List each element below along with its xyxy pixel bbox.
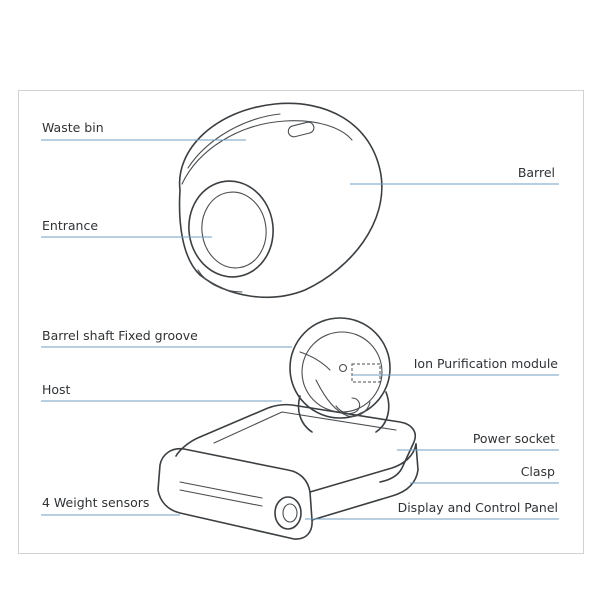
label-power-socket: Power socket: [473, 431, 555, 446]
label-entrance: Entrance: [42, 218, 98, 233]
diagram-frame: [18, 90, 584, 554]
label-clasp: Clasp: [521, 464, 555, 479]
label-barrel: Barrel: [518, 165, 555, 180]
leader-lines: [41, 139, 559, 520]
label-waste-bin: Waste bin: [42, 120, 104, 135]
host-drawing: [157, 403, 419, 540]
label-ion-module: Ion Purification module: [414, 356, 559, 371]
barrel-drawing: [178, 102, 383, 299]
cradle-drawing: [289, 317, 391, 433]
label-weight-sensors: 4 Weight sensors: [42, 495, 149, 510]
labels: Waste bin Barrel Entrance Barrel shaft F…: [42, 120, 558, 515]
label-host: Host: [42, 382, 71, 397]
label-display-panel: Display and Control Panel: [398, 500, 558, 515]
label-barrel-shaft-groove: Barrel shaft Fixed groove: [42, 328, 198, 343]
